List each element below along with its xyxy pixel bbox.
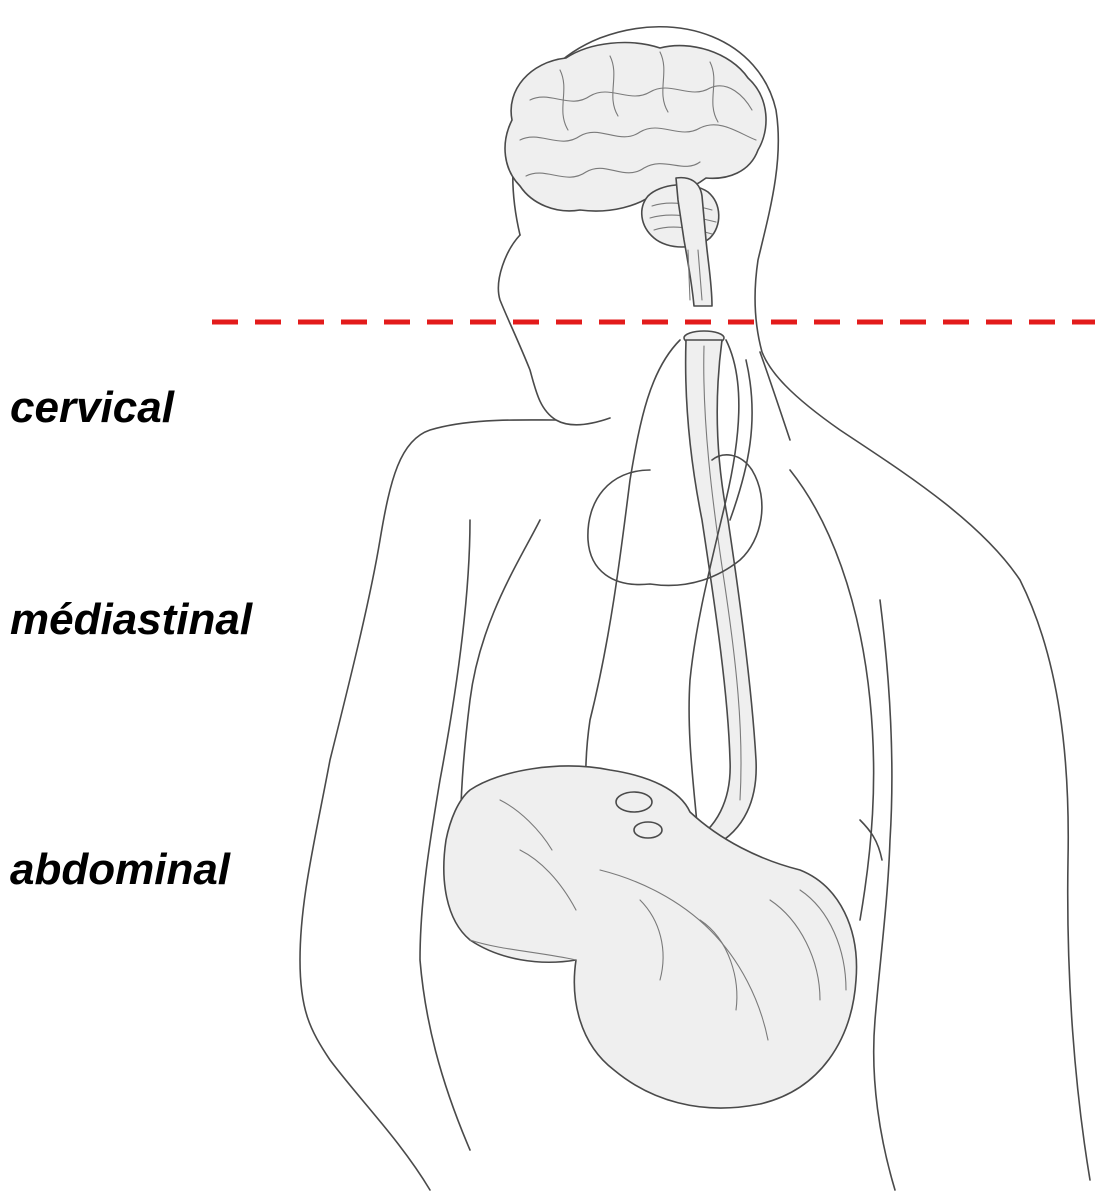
- label-cervical: cervical: [10, 386, 174, 430]
- label-mediastinal: médiastinal: [10, 598, 252, 642]
- esophagus-drawing: [684, 331, 756, 846]
- stomach-drawing: [444, 766, 857, 1108]
- brain-drawing: [505, 43, 766, 306]
- heart-outline: [588, 455, 762, 586]
- label-abdominal: abdominal: [10, 848, 230, 892]
